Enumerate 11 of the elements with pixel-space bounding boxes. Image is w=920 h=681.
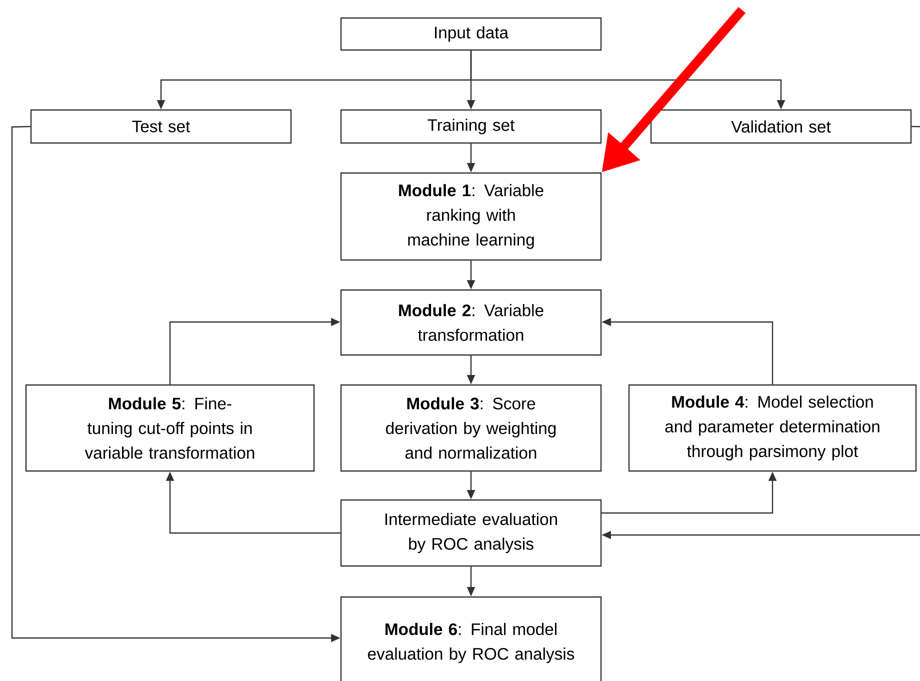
process-box: Module 4: Model selection and parameter determination through parsimony plot <box>628 384 917 472</box>
process-box: Module 2: Variable transformation <box>340 289 602 356</box>
process-box: Training set <box>340 109 602 144</box>
process-box: Module 3: Score derivation by weighting and normalization <box>340 384 602 472</box>
process-box: Test set <box>30 109 292 144</box>
process-box: Input data <box>340 17 602 51</box>
process-box: Module 6: Final model evaluation by ROC analysis <box>340 596 602 681</box>
process-box: Validation set <box>650 109 912 144</box>
process-box: Module 5: Fine-tuning cut-off points in variable transformation <box>25 384 315 472</box>
process-box: Intermediate evaluation by ROC analysis <box>340 499 602 567</box>
process-box: Module 1: Variable ranking with machine learning <box>340 172 602 261</box>
